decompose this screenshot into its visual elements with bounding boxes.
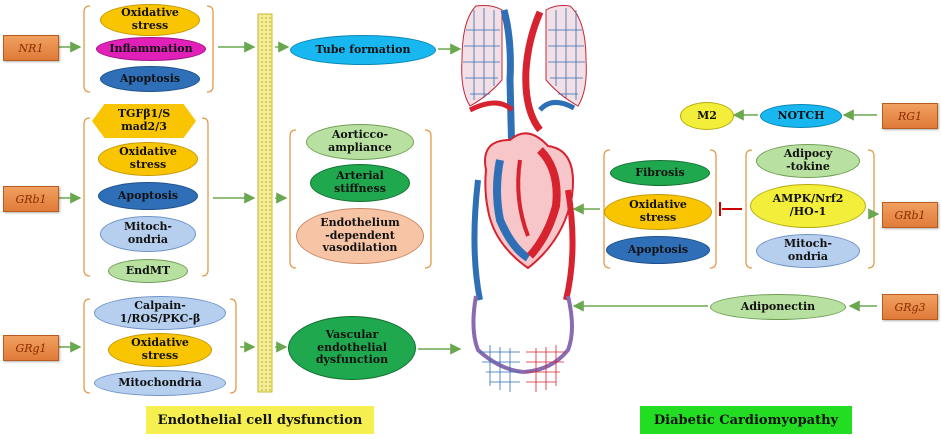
grg1-calpain-ros-pkc: Calpain- 1/ROS/PKC-β: [94, 296, 226, 330]
fibrosis: Fibrosis: [610, 160, 710, 186]
grg1-mitochondria: Mitochondria: [94, 370, 226, 396]
grb1-endmt: EndMT: [108, 259, 188, 283]
drug-rg1: RG1: [882, 103, 938, 129]
cardiac-apoptosis: Apoptosis: [606, 236, 710, 264]
title-diabetic-cardiomyopathy: Diabetic Cardiomyopathy: [640, 406, 852, 434]
nr1-apoptosis: Apoptosis: [100, 66, 200, 92]
brackets: [83, 5, 875, 394]
membrane-bar: [257, 13, 273, 393]
drug-grg1: GRg1: [3, 335, 59, 361]
adipocytokine: Adipocy -tokine: [756, 144, 860, 178]
grg1-oxidative-stress: Oxidative stress: [108, 333, 212, 367]
cardiac-oxidative-stress: Oxidative stress: [604, 194, 712, 230]
adiponectin: Adiponectin: [710, 294, 846, 320]
grb1-apoptosis: Apoptosis: [98, 182, 198, 210]
nr1-oxidative-stress: Oxidative stress: [100, 4, 200, 36]
tube-formation: Tube formation: [290, 35, 436, 65]
drug-grb1-right: GRb1: [882, 202, 938, 228]
notch: NOTCH: [760, 104, 842, 128]
vascular-endothelial-dysfunction: Vascular endothelial dysfunction: [288, 316, 416, 380]
grb1-mitochondria: Mitoch- ondria: [100, 216, 196, 252]
m2-macrophage: M2: [680, 102, 734, 130]
grb1-oxidative-stress: Oxidative stress: [98, 142, 198, 176]
grb1-tgfb1-smad: TGFβ1/S mad2/3: [92, 104, 196, 138]
endothelium-vasodilation: Endothelium -dependent vasodilation: [296, 208, 424, 264]
ampk-nrf2-ho1: AMPK/Nrf2 /HO-1: [750, 184, 866, 228]
title-endothelial-dysfunction: Endothelial cell dysfunction: [146, 406, 374, 434]
drug-grb1-left: GRb1: [3, 186, 59, 212]
arrows: [59, 41, 880, 355]
right-mitochondria: Mitoch- ondria: [756, 234, 860, 268]
drug-nr1: NR1: [3, 35, 59, 61]
nr1-inflammation: Inflammation: [96, 37, 206, 61]
heart-and-lungs-icon: [461, 5, 587, 392]
drug-grg3: GRg3: [882, 294, 938, 320]
inhibition-link: [719, 202, 742, 216]
arterial-stiffness: Arterial stiffness: [310, 164, 410, 202]
aortic-compliance: Aorticco- ampliance: [306, 124, 414, 160]
